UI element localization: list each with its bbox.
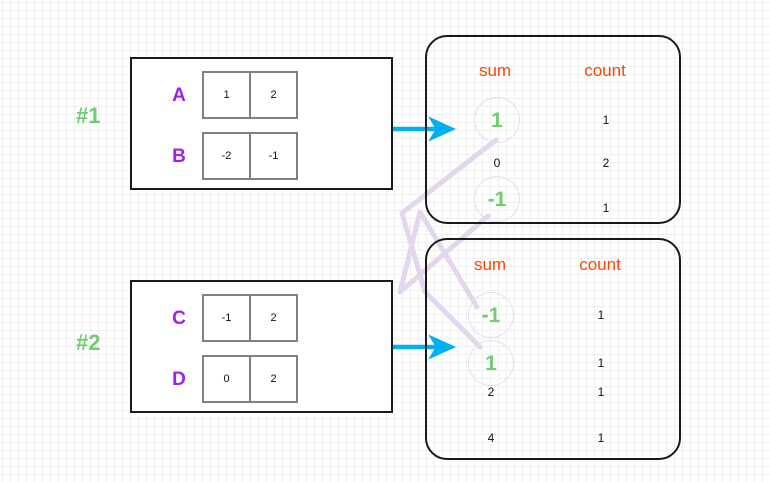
cell-d-0: 0 bbox=[202, 355, 251, 403]
result-bottom-sum-row-2: 2 bbox=[487, 385, 495, 399]
cell-a-1: 2 bbox=[249, 71, 298, 119]
partition-2-row-d: D 0 2 bbox=[156, 355, 298, 403]
cell-a-0: 1 bbox=[202, 71, 251, 119]
result-top-sum-row-1: 0 bbox=[493, 156, 501, 170]
row-d-cells: 0 2 bbox=[202, 355, 298, 403]
partition-label-1: #1 bbox=[76, 103, 101, 128]
partition-box-2: C -1 2 D 0 2 bbox=[130, 280, 393, 413]
result-bottom-header-sum: sum bbox=[473, 255, 507, 274]
result-top-count-row-0: 1 bbox=[602, 113, 610, 127]
cell-d-1: 2 bbox=[249, 355, 298, 403]
result-bottom-header-count: count bbox=[579, 255, 621, 274]
result-top-sum-row-2: -1 bbox=[474, 176, 520, 222]
result-bottom-count-row-3: 1 bbox=[597, 431, 605, 445]
result-box-bottom bbox=[425, 238, 681, 460]
partition-box-1: A 1 2 B -2 -1 bbox=[130, 57, 393, 190]
cell-b-1: -1 bbox=[249, 132, 298, 180]
partition-label-2: #2 bbox=[76, 330, 101, 355]
result-box-top bbox=[425, 35, 681, 224]
result-top-count-row-2: 1 bbox=[602, 201, 610, 215]
row-label-a: A bbox=[172, 84, 186, 106]
result-top-sum-row-0: 1 bbox=[474, 97, 520, 143]
row-label-d: D bbox=[172, 368, 186, 390]
partition-1-row-b: B -2 -1 bbox=[156, 132, 298, 180]
partition-2-row-c: C -1 2 bbox=[156, 294, 298, 342]
result-top-header-count: count bbox=[584, 61, 626, 80]
cell-c-1: 2 bbox=[249, 294, 298, 342]
result-top-header-sum: sum bbox=[478, 61, 512, 80]
cell-b-0: -2 bbox=[202, 132, 251, 180]
partition-1-row-a: A 1 2 bbox=[156, 71, 298, 119]
result-bottom-count-row-1: 1 bbox=[597, 356, 605, 370]
result-top-count-row-1: 2 bbox=[602, 156, 610, 170]
result-bottom-sum-row-1: 1 bbox=[468, 340, 514, 386]
result-bottom-sum-row-0: -1 bbox=[468, 292, 514, 338]
row-c-cells: -1 2 bbox=[202, 294, 298, 342]
row-a-cells: 1 2 bbox=[202, 71, 298, 119]
result-bottom-count-row-2: 1 bbox=[597, 385, 605, 399]
row-label-b: B bbox=[172, 145, 186, 167]
cell-c-0: -1 bbox=[202, 294, 251, 342]
row-label-c: C bbox=[172, 307, 186, 329]
result-bottom-sum-row-3: 4 bbox=[487, 431, 495, 445]
row-b-cells: -2 -1 bbox=[202, 132, 298, 180]
result-bottom-count-row-0: 1 bbox=[597, 308, 605, 322]
